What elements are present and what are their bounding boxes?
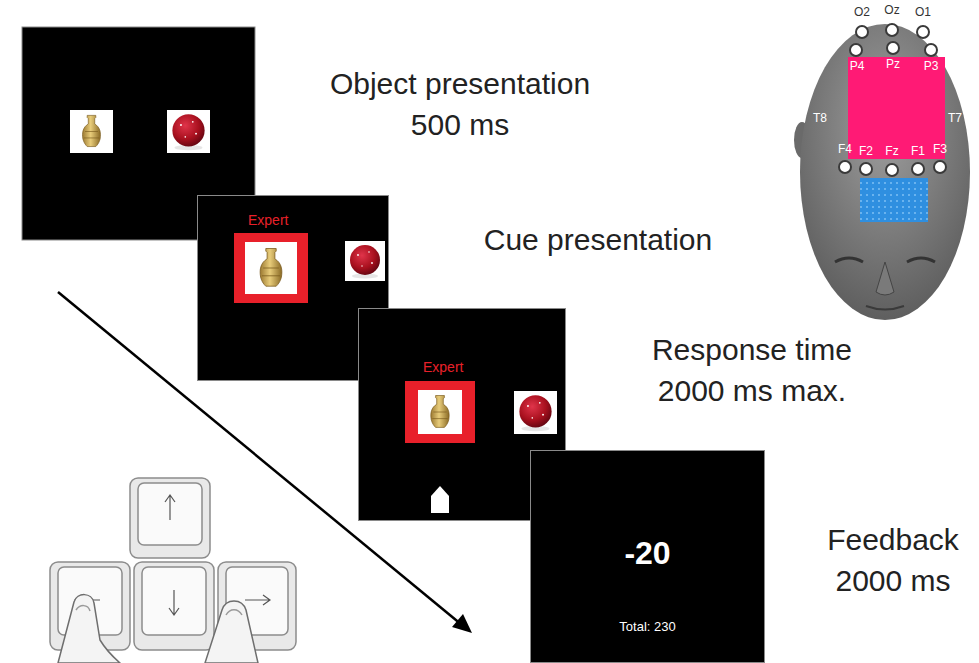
step-label: Feedback 2000 ms <box>813 520 973 601</box>
electrode-label: T8 <box>813 112 827 126</box>
electrode-label: F1 <box>911 145 925 159</box>
electrode-label: F2 <box>859 145 873 159</box>
electrode-label: P3 <box>924 60 939 74</box>
step-label: Response time 2000 ms max. <box>637 330 867 411</box>
step-label: Object presentation 500 ms <box>310 64 610 145</box>
trial-screen: -20Total: 230 <box>530 450 765 663</box>
screen-text: Total: 230 <box>531 619 764 634</box>
electrode-label: F4 <box>838 143 852 157</box>
score-text: -20 <box>531 535 764 572</box>
step-label: Cue presentation <box>484 220 713 261</box>
screen-text: Expert <box>423 359 463 375</box>
electrode-label: F3 <box>933 143 947 157</box>
screen-text: Expert <box>248 212 288 228</box>
electrode-label: O1 <box>915 6 931 20</box>
electrode-label: P4 <box>850 60 865 74</box>
electrodes <box>839 24 946 176</box>
electrode-label: Fz <box>885 145 898 159</box>
arrow-keys <box>50 478 296 663</box>
head <box>794 24 970 320</box>
electrode-label: Pz <box>886 58 900 72</box>
electrode-label: Oz <box>884 4 899 18</box>
electrode-label: T7 <box>948 112 962 126</box>
electrode-label: O2 <box>854 6 870 20</box>
